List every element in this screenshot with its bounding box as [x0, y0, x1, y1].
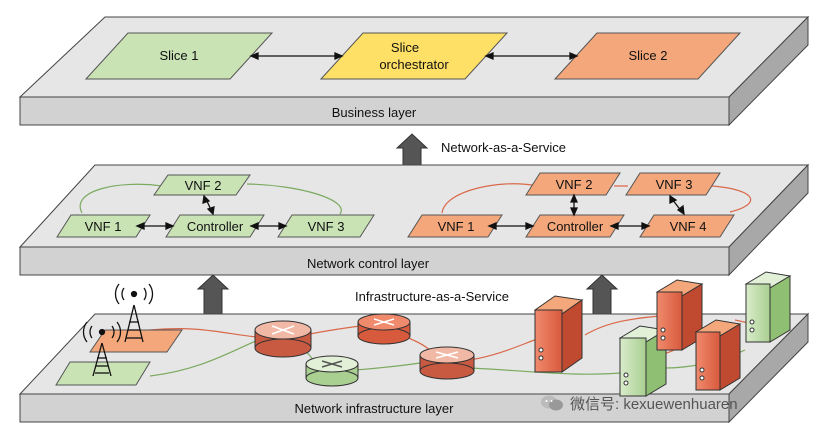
left-vnf2-box — [153, 174, 251, 196]
left-vnf1-box — [56, 214, 151, 238]
right-vnf3-box — [625, 172, 721, 196]
infrastructure-layer-label: Network infrastructure layer — [295, 401, 455, 416]
naas-label: Network-as-a-Service — [441, 140, 566, 155]
server-icon — [655, 279, 704, 351]
left-control-links — [135, 194, 288, 230]
router-icon — [254, 320, 312, 358]
slice-orchestrator-label-2: orchestrator — [379, 57, 449, 72]
wechat-icon — [541, 395, 563, 411]
antenna-tower-icon — [82, 321, 122, 377]
watermark: 微信号: kexuewenhuaren — [540, 389, 820, 417]
right-vnf3-label: VNF 3 — [656, 177, 693, 192]
right-control-links — [487, 193, 685, 230]
right-vnf4-label: VNF 4 — [670, 219, 707, 234]
server-icon — [744, 271, 792, 343]
business-links — [249, 52, 579, 60]
iaas-label: Infrastructure-as-a-Service — [355, 289, 509, 304]
left-vnf3-label: VNF 3 — [308, 219, 345, 234]
left-vnf1-label: VNF 1 — [85, 219, 122, 234]
antenna-tower-icon — [114, 283, 154, 343]
right-vnf1-box — [407, 214, 503, 238]
right-vnf2-label: VNF 2 — [556, 177, 593, 192]
left-ring-link — [79, 183, 342, 215]
right-vnf1-label: VNF 1 — [438, 219, 475, 234]
slice-orchestrator-label-1: Slice — [391, 40, 419, 55]
right-vnf2-box — [525, 172, 621, 196]
slice2-label: Slice 2 — [628, 48, 667, 63]
left-controller-label: Controller — [187, 219, 244, 234]
router-icon — [357, 313, 411, 345]
right-ring-link — [441, 183, 752, 214]
server-icon — [694, 319, 742, 391]
control-layer-label: Network control layer — [307, 256, 430, 271]
left-vnf3-box — [277, 214, 375, 238]
right-vnf4-box — [639, 214, 735, 238]
router-icon — [305, 355, 359, 387]
watermark-text: 微信号: kexuewenhuaren — [570, 395, 738, 413]
right-controller-label: Controller — [547, 219, 604, 234]
router-icon — [419, 346, 475, 380]
slice-orchestrator-box — [319, 32, 509, 80]
business-layer-label: Business layer — [332, 105, 417, 120]
slice1-box — [84, 32, 274, 80]
server-icon — [533, 295, 584, 373]
right-controller-box — [525, 214, 625, 238]
slice2-box — [553, 32, 742, 80]
left-vnf2-label: VNF 2 — [185, 178, 222, 193]
left-controller-box — [165, 214, 265, 238]
slice1-label: Slice 1 — [159, 48, 198, 63]
